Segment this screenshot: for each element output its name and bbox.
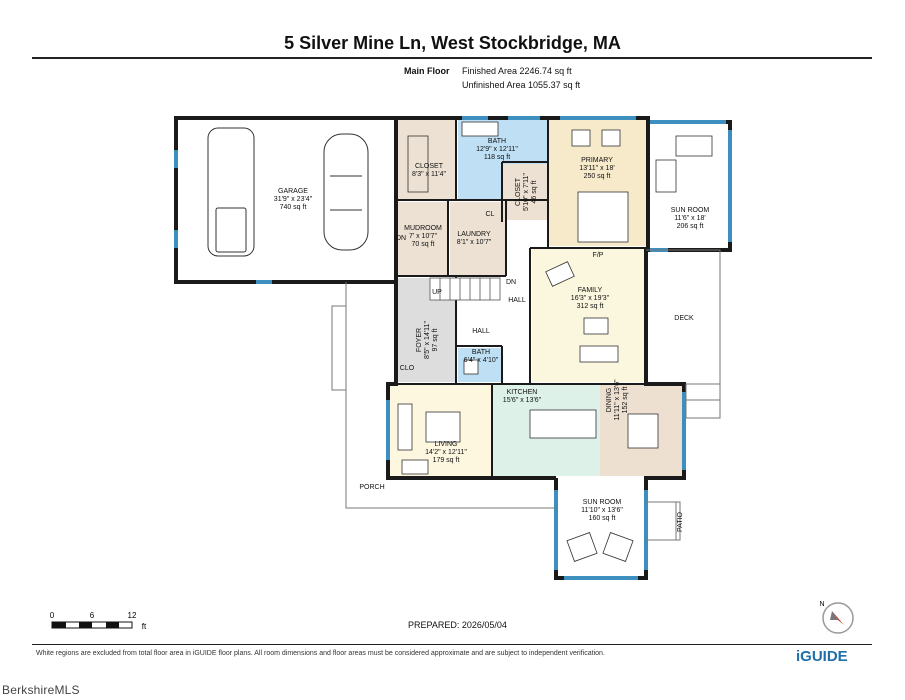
hall-top-label: HALL [508,297,526,304]
family-area-text: 312 sq ft [577,303,604,310]
dn2-label: DN [506,279,516,286]
bath-dims: 12'9" x 12'11" [476,146,518,153]
closet2-label: CLOSET [515,177,522,206]
mudroom-area-text: 70 sq ft [412,241,435,248]
dining-area-text: 152 sq ft [622,387,629,414]
living-label: LIVING [435,441,458,448]
scale-unit: ft [142,622,147,631]
mudroom-area [398,202,448,276]
foyer-dims: 8'5" x 14'11" [424,321,431,359]
floor-label: Main Floor [404,66,450,76]
sunroom-bottom-area [558,476,644,576]
sunroom-bottom-dims: 11'10" x 13'6" [581,507,623,514]
up-label: UP [432,289,442,296]
foyer-area-text: 97 sq ft [432,328,439,351]
closet2-dims: 5'10" x 7'11" [523,173,530,211]
living-area-text: 179 sq ft [433,457,460,464]
finished-area-text: Finished Area 2246.74 sq ft [462,66,572,76]
kitchen-label: KITCHEN [507,389,538,396]
closet2-area [503,164,547,220]
bath-small-label: BATH [472,349,490,356]
stairs [429,277,501,301]
vehicles [207,127,369,257]
garage-label: GARAGE [278,188,308,195]
furniture [397,121,713,562]
dining-label: DINING [606,388,613,413]
scale-tick-0: 0 [50,611,55,620]
fp-label: F/P [593,252,604,259]
bath-area-text: 118 sq ft [484,154,510,161]
compass-north-label: N [819,601,824,608]
footer-rule [32,644,872,645]
bath-label: BATH [488,138,506,145]
disclaimer-text: White regions are excluded from total fl… [36,650,605,657]
scale-bar: 0 6 12 ft [50,611,147,631]
car-icon [323,133,369,251]
sunroom-top-dims: 11'6" x 18' [674,215,706,222]
primary-label: PRIMARY [581,157,613,164]
sunroom-bottom-label: SUN ROOM [583,499,622,506]
page-title: 5 Silver Mine Ln, West Stockbridge, MA [284,33,621,53]
laundry-label: LAUNDRY [457,231,491,238]
scale-tick-6: 6 [90,611,95,620]
foyer-label: FOYER [416,328,423,352]
windows [174,116,732,580]
laundry-area [450,202,506,276]
porch-label: PORCH [359,484,384,491]
closet-area [398,120,456,200]
living-dims: 14'2" x 12'11" [425,449,467,456]
patio-label: PATIO [677,511,684,532]
clo-label: CLO [400,365,415,372]
mudroom-label: MUDROOM [404,225,442,232]
garage-dims: 31'9" x 23'4" [274,196,313,203]
garage-area-text: 740 sq ft [280,204,307,211]
outdoor-outlines [331,249,721,541]
dining-dims: 11'11" x 13'6" [614,379,621,421]
title-rule [32,57,872,59]
primary-area-text: 250 sq ft [584,173,611,180]
closet2-area-text: 46 sq ft [531,180,538,203]
kitchen-dims: 15'6" x 13'6" [503,397,542,404]
hall-label: HALL [472,328,490,335]
compass-icon: N [819,601,854,634]
closet-label: CLOSET [415,163,444,170]
deck-label: DECK [674,315,694,322]
unfinished-area-text: Unfinished Area 1055.37 sq ft [462,80,581,90]
primary-dims: 13'11" x 18' [579,165,614,172]
truck-icon [207,127,255,257]
scale-tick-12: 12 [128,611,137,620]
prepared-date: PREPARED: 2026/05/04 [408,620,507,630]
bath-small-dims: 6'4" x 4'10" [464,357,499,364]
bed-icon [577,191,629,243]
dn-label: DN [396,235,406,242]
mudroom-dims: 7' x 10'7" [409,233,438,240]
interior-walls [396,118,646,478]
family-dims: 16'3" x 19'3" [571,295,610,302]
sunroom-bottom-area-text: 160 sq ft [589,515,616,522]
cl-label: CL [486,211,495,218]
family-label: FAMILY [578,287,603,294]
sunroom-top-area-text: 206 sq ft [677,223,704,230]
iguide-logo: iGUIDE [796,648,848,665]
berkshire-mls-logo: BerkshireMLS [2,683,80,697]
laundry-dims: 8'1" x 10'7" [457,239,492,246]
closet-dims: 8'3" x 11'4" [412,171,446,178]
sunroom-top-label: SUN ROOM [671,207,710,214]
